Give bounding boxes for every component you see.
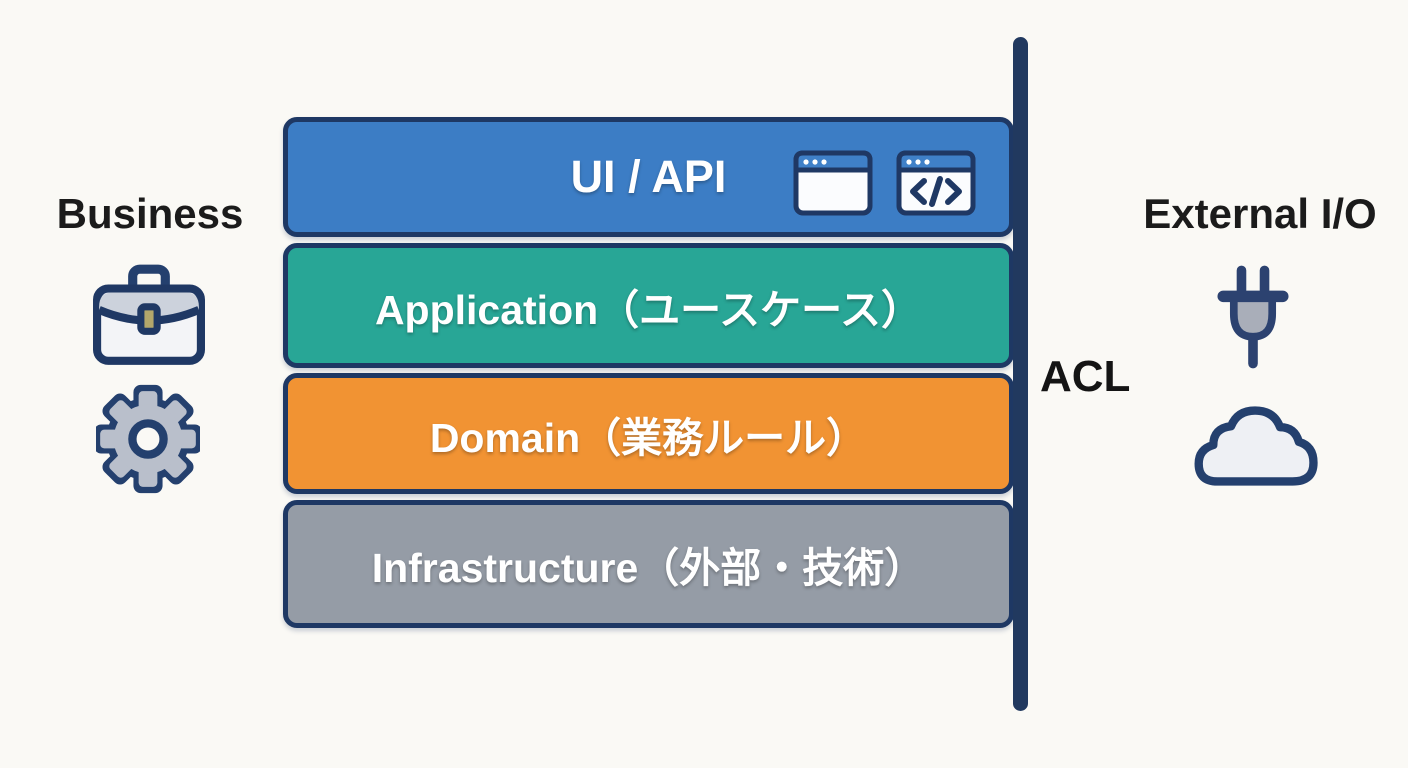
plug-icon [1217, 265, 1289, 369]
layer-application-label: Application（ユースケース） [374, 286, 923, 333]
layer-application: Application（ユースケース） [283, 243, 1014, 368]
external-io-label: External I/O [1143, 190, 1377, 237]
acl-label: ACL [1040, 352, 1131, 401]
business-label: Business [56, 190, 244, 237]
layer-domain-label: Domain（業務ルール） [429, 414, 868, 461]
layer-ui-api-label: UI / API [570, 151, 727, 202]
briefcase-icon [93, 264, 205, 365]
layer-domain: Domain（業務ルール） [283, 373, 1014, 494]
browser-window-icon [793, 150, 873, 216]
layer-infrastructure: Infrastructure（外部・技術） [283, 500, 1014, 628]
code-window-icon [896, 150, 976, 216]
layer-ui-api: UI / API [283, 117, 1014, 237]
acl-boundary-line [1013, 37, 1028, 711]
cloud-icon [1194, 406, 1318, 486]
gear-icon [96, 384, 200, 494]
layer-infrastructure-label: Infrastructure（外部・技術） [371, 545, 926, 591]
